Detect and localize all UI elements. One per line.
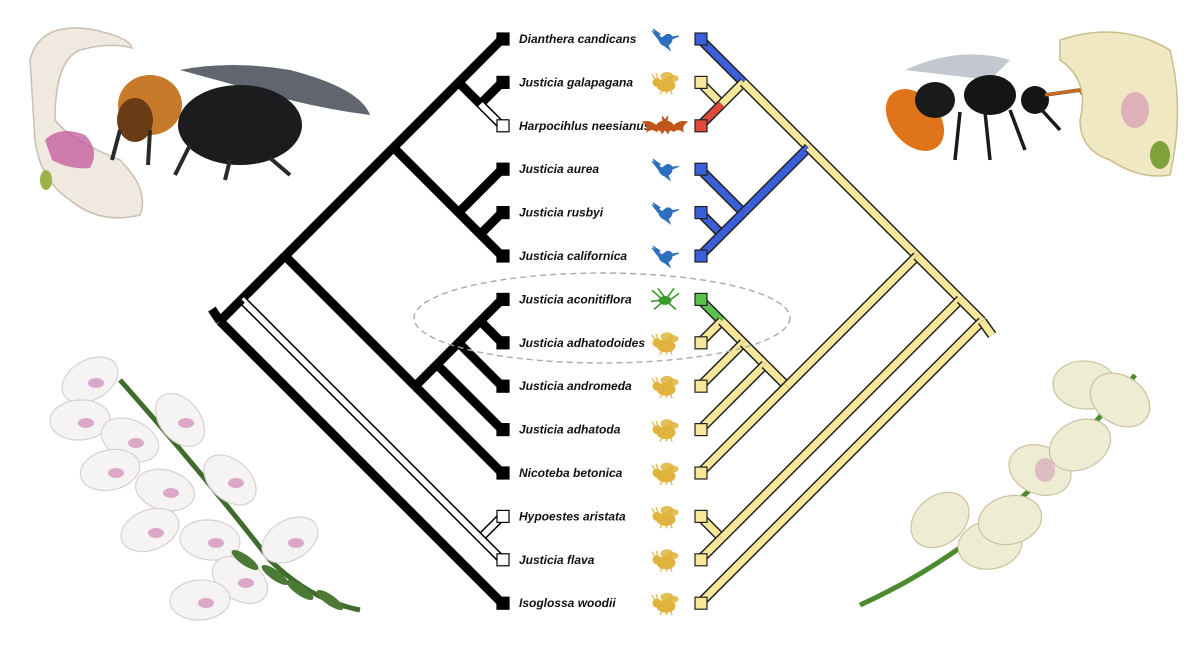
filled-tip-box (496, 423, 510, 437)
bee-icon (651, 375, 679, 399)
wasp-photo (885, 54, 1092, 161)
taxon-label: Isoglossa woodii (519, 596, 616, 610)
taxon-row-nicoteba-betonica: Nicoteba betonica (496, 462, 708, 485)
state-tip-box (694, 32, 708, 46)
bee-icon (651, 592, 679, 616)
filled-tip-box (496, 32, 510, 46)
white-flower-spike-bottom-right-photo (858, 360, 1151, 608)
highlight-ellipse (413, 272, 791, 364)
taxon-row-justicia-californica: Justicia californica (496, 245, 708, 268)
hummingbird-icon (651, 202, 680, 225)
bee-icon (651, 71, 679, 95)
state-tip-box (694, 423, 708, 437)
taxon-row-justicia-andromeda: Justicia andromeda (496, 375, 708, 399)
white-flower-spike-bottom-left-photo (49, 356, 361, 621)
taxon-label: Justicia adhatoda (519, 423, 621, 437)
taxon-row-justicia-aurea: Justicia aurea (496, 158, 708, 181)
state-tip-box (694, 75, 708, 90)
taxon-label: Justicia rusbyi (519, 206, 604, 220)
taxon-row-harpocihlus-neesianus: Harpocihlus neesianus (496, 115, 708, 134)
taxon-row-justicia-aconitiflora: Justicia aconitiflora (496, 287, 708, 311)
taxon-row-justicia-rusbyi: Justicia rusbyi (496, 202, 708, 225)
taxon-row-justicia-galapagana: Justicia galapagana (496, 71, 708, 95)
taxon-label: Dianthera candicans (519, 32, 637, 46)
left-phylogeny (208, 35, 506, 607)
open-tip-box (496, 509, 510, 523)
taxon-row-dianthera-candicans: Dianthera candicans (496, 28, 708, 51)
state-tip-box (694, 596, 708, 610)
state-tip-box (694, 206, 708, 220)
taxon-label: Justicia aconitiflora (519, 292, 632, 306)
bee-icon (651, 332, 679, 355)
filled-tip-box (496, 379, 510, 393)
taxon-label: Justicia galapagana (519, 75, 633, 89)
taxon-row-hypoestes-aristata: Hypoestes aristata (496, 505, 708, 529)
state-tip-box (694, 162, 708, 176)
taxon-row-justicia-adhatoda: Justicia adhatoda (496, 418, 708, 442)
state-tip-box (694, 509, 708, 523)
taxon-label: Harpocihlus neesianus (519, 119, 651, 133)
state-tip-box (694, 553, 708, 567)
taxon-row-justicia-flava: Justicia flava (496, 549, 708, 572)
state-tip-box (694, 379, 708, 393)
filled-tip-box (496, 466, 510, 480)
filled-tip-box (496, 162, 510, 176)
taxon-label: Justicia flava (519, 553, 595, 567)
filled-tip-box (496, 596, 510, 610)
bee-icon (651, 505, 679, 529)
filled-tip-box (496, 292, 510, 306)
taxon-row-isoglossa-woodii: Isoglossa woodii (496, 592, 708, 616)
state-tip-box (694, 249, 708, 263)
bee-icon (651, 549, 679, 572)
taxon-label: Justicia aurea (519, 162, 599, 176)
filled-tip-box (496, 75, 510, 90)
taxon-label: Nicoteba betonica (519, 466, 623, 480)
taxon-label: Justicia adhatodoides (519, 336, 645, 350)
bee-icon (651, 462, 679, 485)
filled-tip-box (496, 336, 510, 350)
hummingbird-icon (651, 245, 680, 268)
carpenter-bee-photo (110, 65, 370, 181)
hummingbird-icon (651, 28, 680, 51)
filled-tip-box (496, 206, 510, 220)
hummingbird-icon (651, 158, 680, 181)
open-tip-box (496, 119, 510, 133)
taxon-label: Justicia andromeda (519, 379, 632, 393)
state-tip-box (694, 336, 708, 350)
taxon-label: Hypoestes aristata (519, 509, 626, 523)
bee-icon (651, 418, 679, 442)
flower-top-right-photo (1059, 31, 1179, 177)
state-tip-box (694, 119, 708, 133)
insect-green-icon (650, 287, 680, 311)
open-tip-box (496, 553, 510, 567)
state-tip-box (694, 292, 708, 306)
taxon-label: Justicia californica (519, 249, 627, 263)
filled-tip-box (496, 249, 510, 263)
state-tip-box (694, 466, 708, 480)
taxon-row-justicia-adhatodoides: Justicia adhatodoides (496, 332, 708, 355)
flower-bee-top-left-photo (29, 27, 144, 219)
